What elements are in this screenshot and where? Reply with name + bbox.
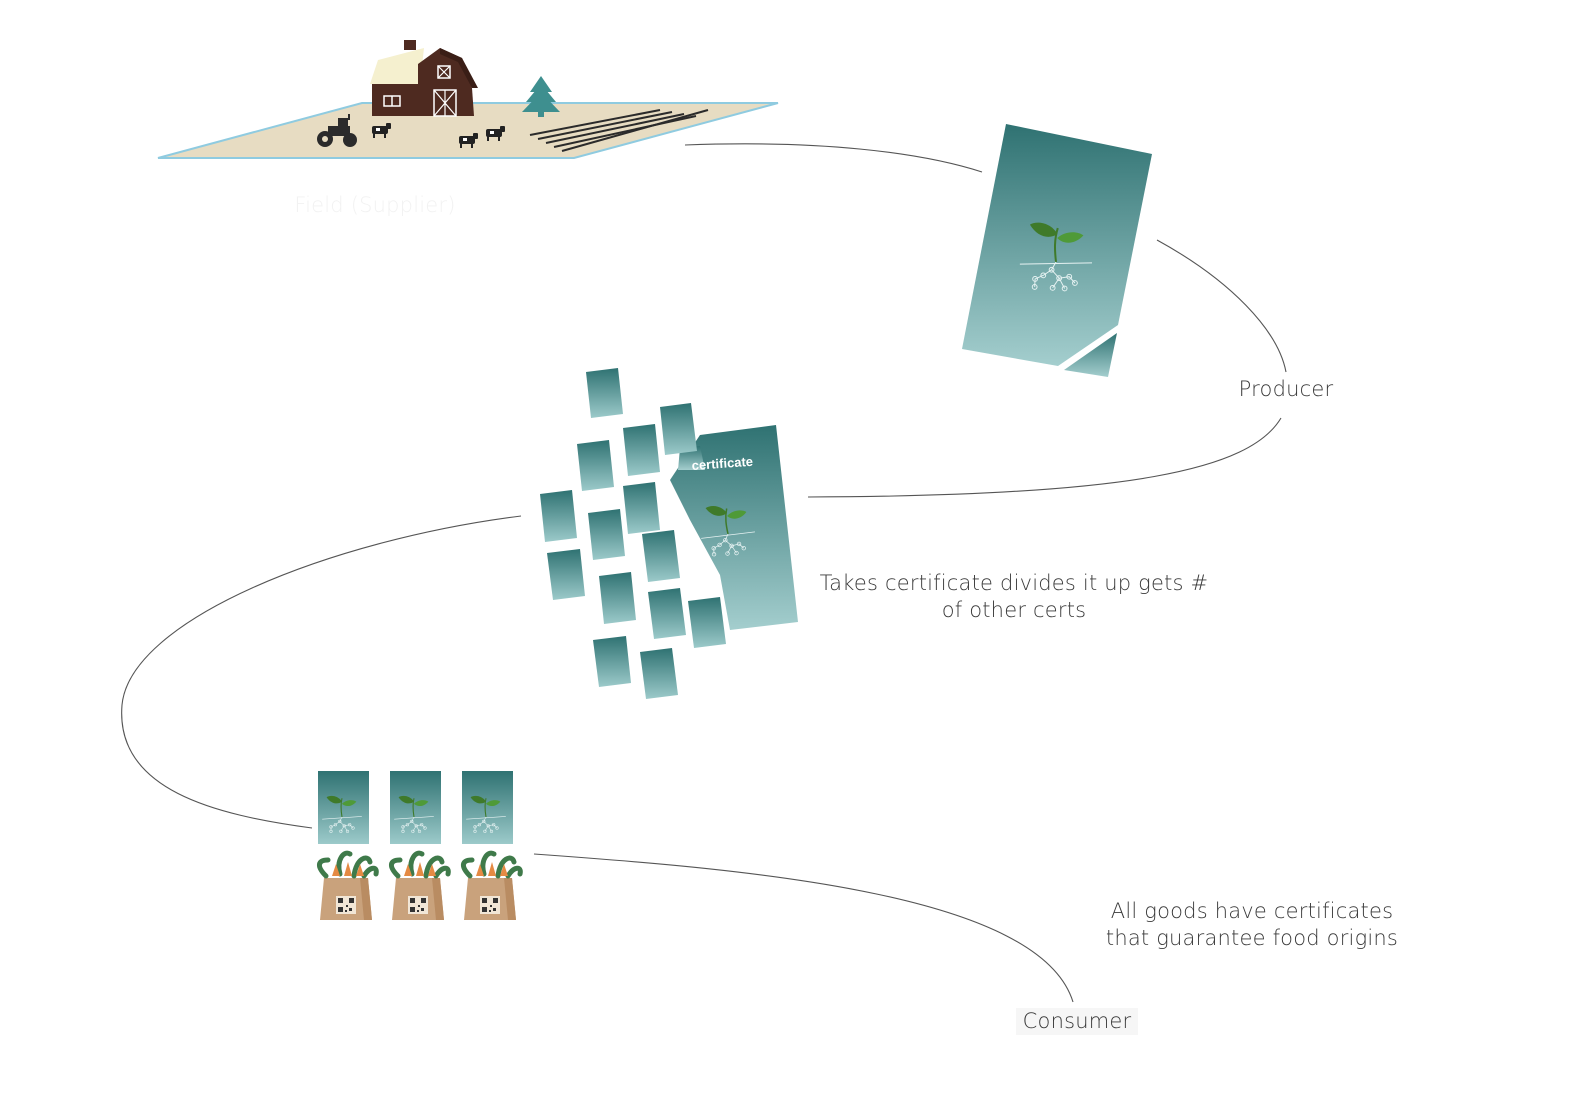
mini-certificate <box>540 490 577 542</box>
mini-certificate <box>577 440 614 491</box>
flow-line-field-to-producer <box>684 143 983 173</box>
barn-icon <box>370 40 478 117</box>
divides-certificate-label: Takes certificate divides it up gets # o… <box>819 571 1209 622</box>
mini-certificate <box>599 572 636 624</box>
tractor-icon <box>317 114 357 147</box>
mini-certificate <box>642 530 680 582</box>
mini-certificate <box>586 368 623 418</box>
mini-certificate <box>660 403 697 455</box>
flow-lines <box>121 143 1287 1003</box>
grocery-bag-icon <box>463 853 520 920</box>
tree-icon <box>522 76 560 117</box>
producer-label: Producer <box>1238 377 1334 401</box>
farm-field <box>157 40 779 159</box>
certificate-divider: certificate <box>540 368 798 699</box>
goods-item <box>462 771 520 920</box>
divided-certificate: certificate <box>670 425 798 630</box>
goods-certificate <box>390 771 441 844</box>
mini-certificate <box>623 482 660 534</box>
flow-line-producer-to-label <box>1156 239 1287 373</box>
mini-certificate <box>623 424 660 476</box>
consumer-label: Consumer <box>1016 1008 1138 1035</box>
flow-line-divider-to-goods <box>121 515 522 829</box>
grocery-bag-icon <box>391 853 448 920</box>
mini-certificate <box>547 549 585 600</box>
flow-line-goods-to-consumer <box>533 853 1074 1003</box>
goods-item <box>390 771 448 920</box>
grocery-bag-icon <box>319 853 376 920</box>
goods-item <box>318 771 376 920</box>
goods-certificates-label: All goods have certificates that guarant… <box>1105 899 1399 950</box>
goods-certificate <box>462 771 513 844</box>
mini-certificate <box>588 509 625 560</box>
producer-certificate <box>962 124 1152 377</box>
mini-certificate <box>593 636 631 687</box>
field-supplier-label: Field (Supplier) <box>294 193 456 217</box>
mini-certificates <box>540 368 726 699</box>
flow-line-label-to-divider <box>807 417 1282 498</box>
mini-certificate <box>640 648 678 699</box>
goods-certificate <box>318 771 369 844</box>
mini-certificate <box>648 588 686 639</box>
crop-rows <box>529 109 709 152</box>
certified-goods <box>318 771 520 920</box>
mini-certificate <box>688 597 726 648</box>
certificate-title: certificate <box>691 454 753 473</box>
